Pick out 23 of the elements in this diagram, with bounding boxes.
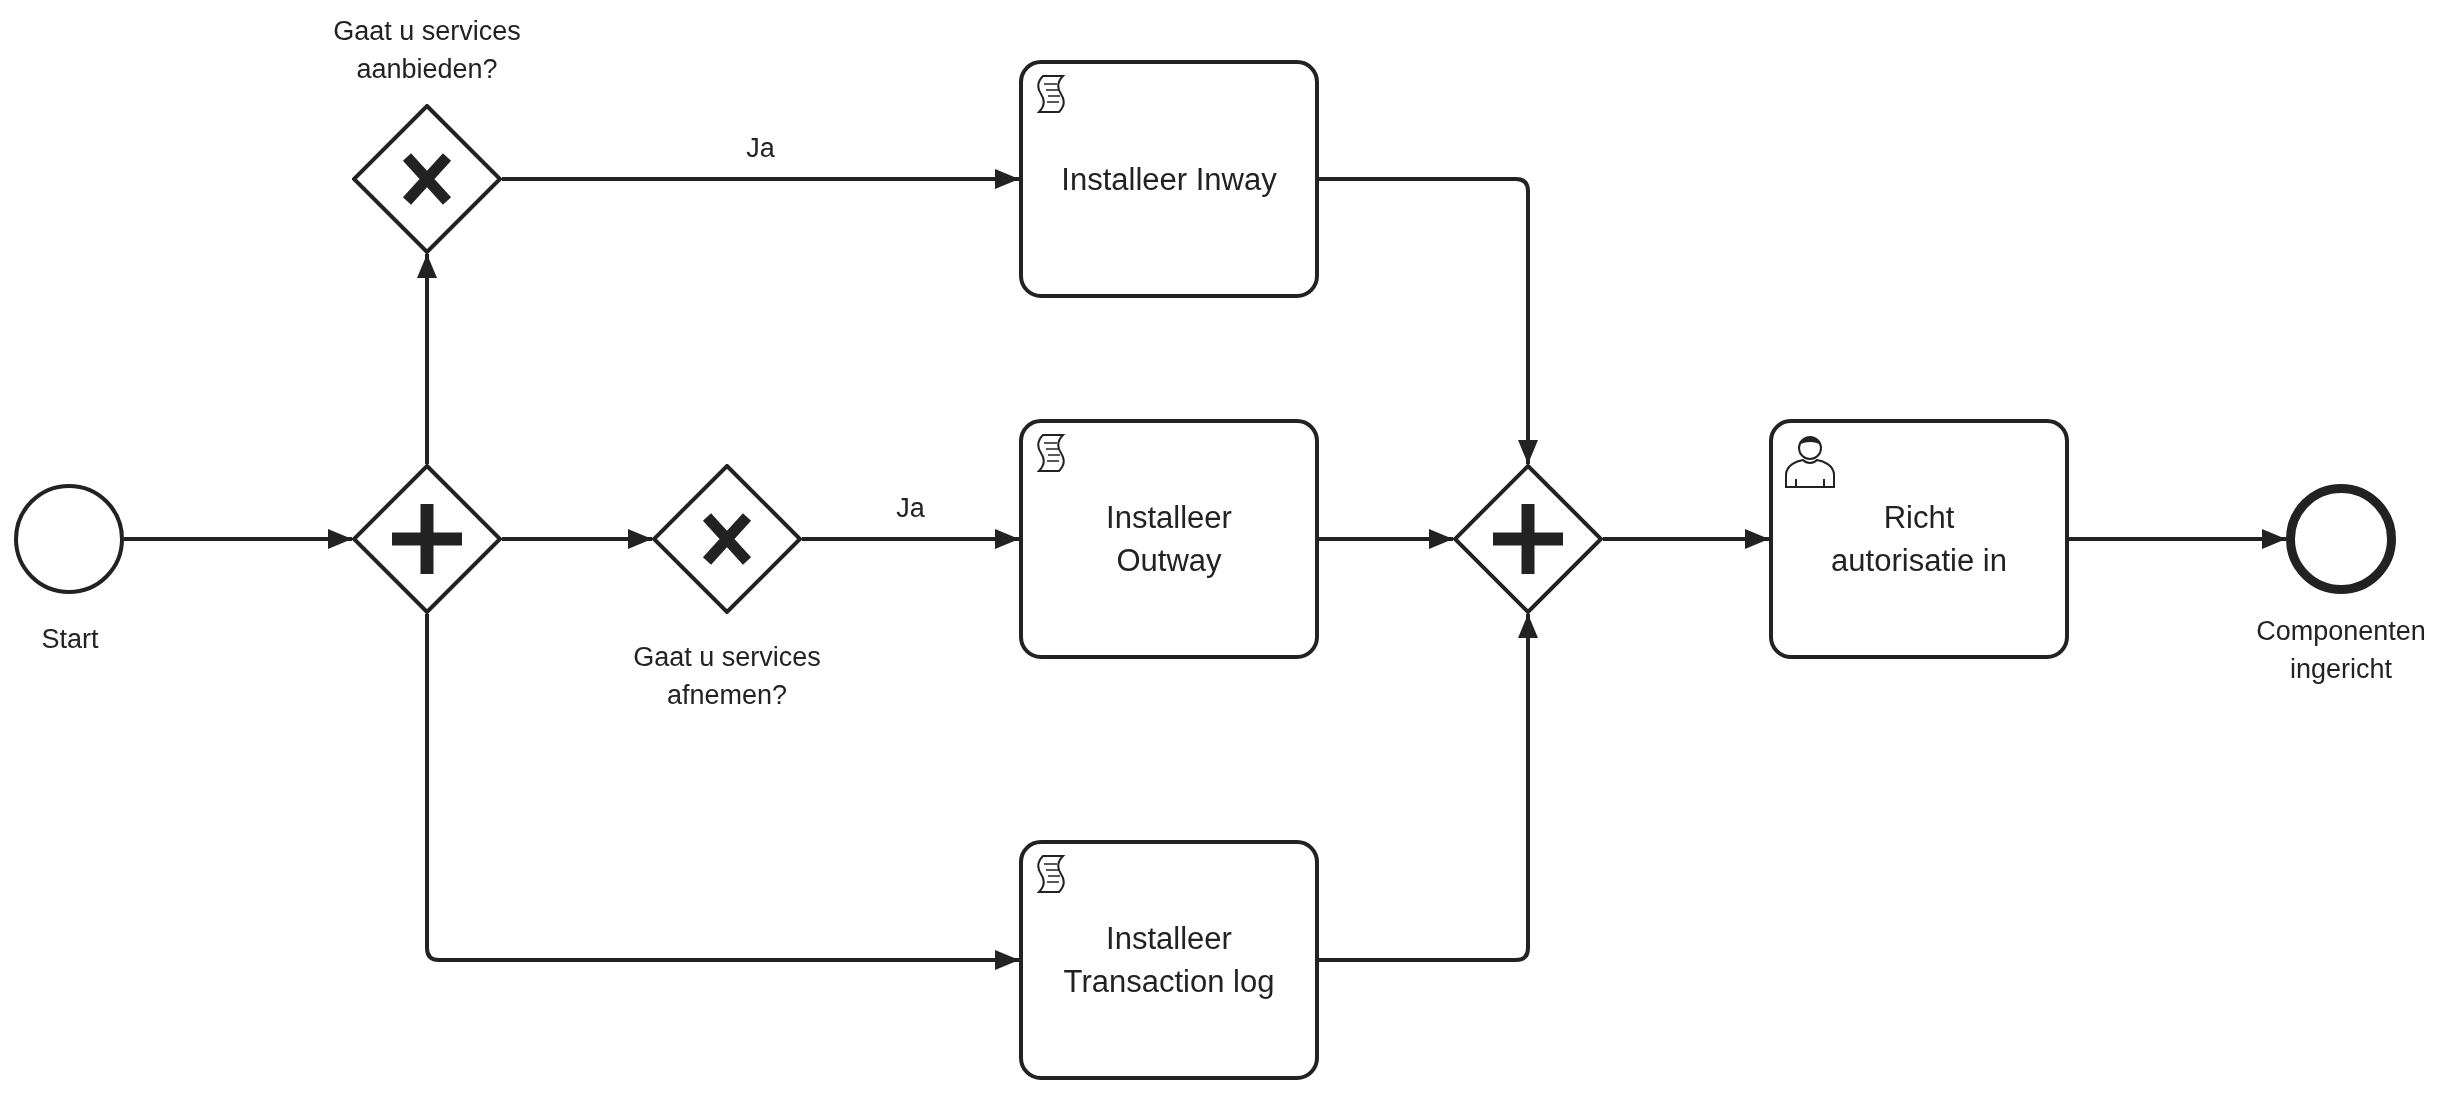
task-label: Installeer Inway [1061, 160, 1277, 199]
sequence-flow-arrow [2069, 529, 2286, 549]
sequence-flow-arrow [1319, 177, 1538, 464]
event-caption: Start [40, 623, 100, 656]
sequence-flow-arrow [802, 529, 1019, 549]
sequence-flow-arrow [1319, 529, 1453, 549]
task-label: Richt autorisatie in [1830, 499, 2008, 580]
event-caption: Gaat u services aanbieden? [332, 15, 522, 86]
task-box [1019, 60, 1319, 298]
task-box [1769, 419, 2069, 659]
event-caption: Gaat u services afnemen? [632, 641, 822, 712]
task-box [1019, 840, 1319, 1080]
event-caption: Componenten ingericht [2255, 615, 2427, 686]
sequence-flow-arrow [1319, 614, 1538, 962]
task-label: Installeer Transaction log [1062, 920, 1276, 1001]
task-label: Installeer Outway [1105, 499, 1233, 580]
sequence-flow-arrow [1603, 529, 1769, 549]
task-box [1019, 419, 1319, 659]
sequence-flow-arrow [417, 254, 437, 464]
sequence-flow-arrow [502, 169, 1019, 189]
sequence-flow-arrow [124, 529, 352, 549]
sequence-flow-arrow [502, 529, 652, 549]
sequence-flow-arrow [425, 614, 1019, 970]
